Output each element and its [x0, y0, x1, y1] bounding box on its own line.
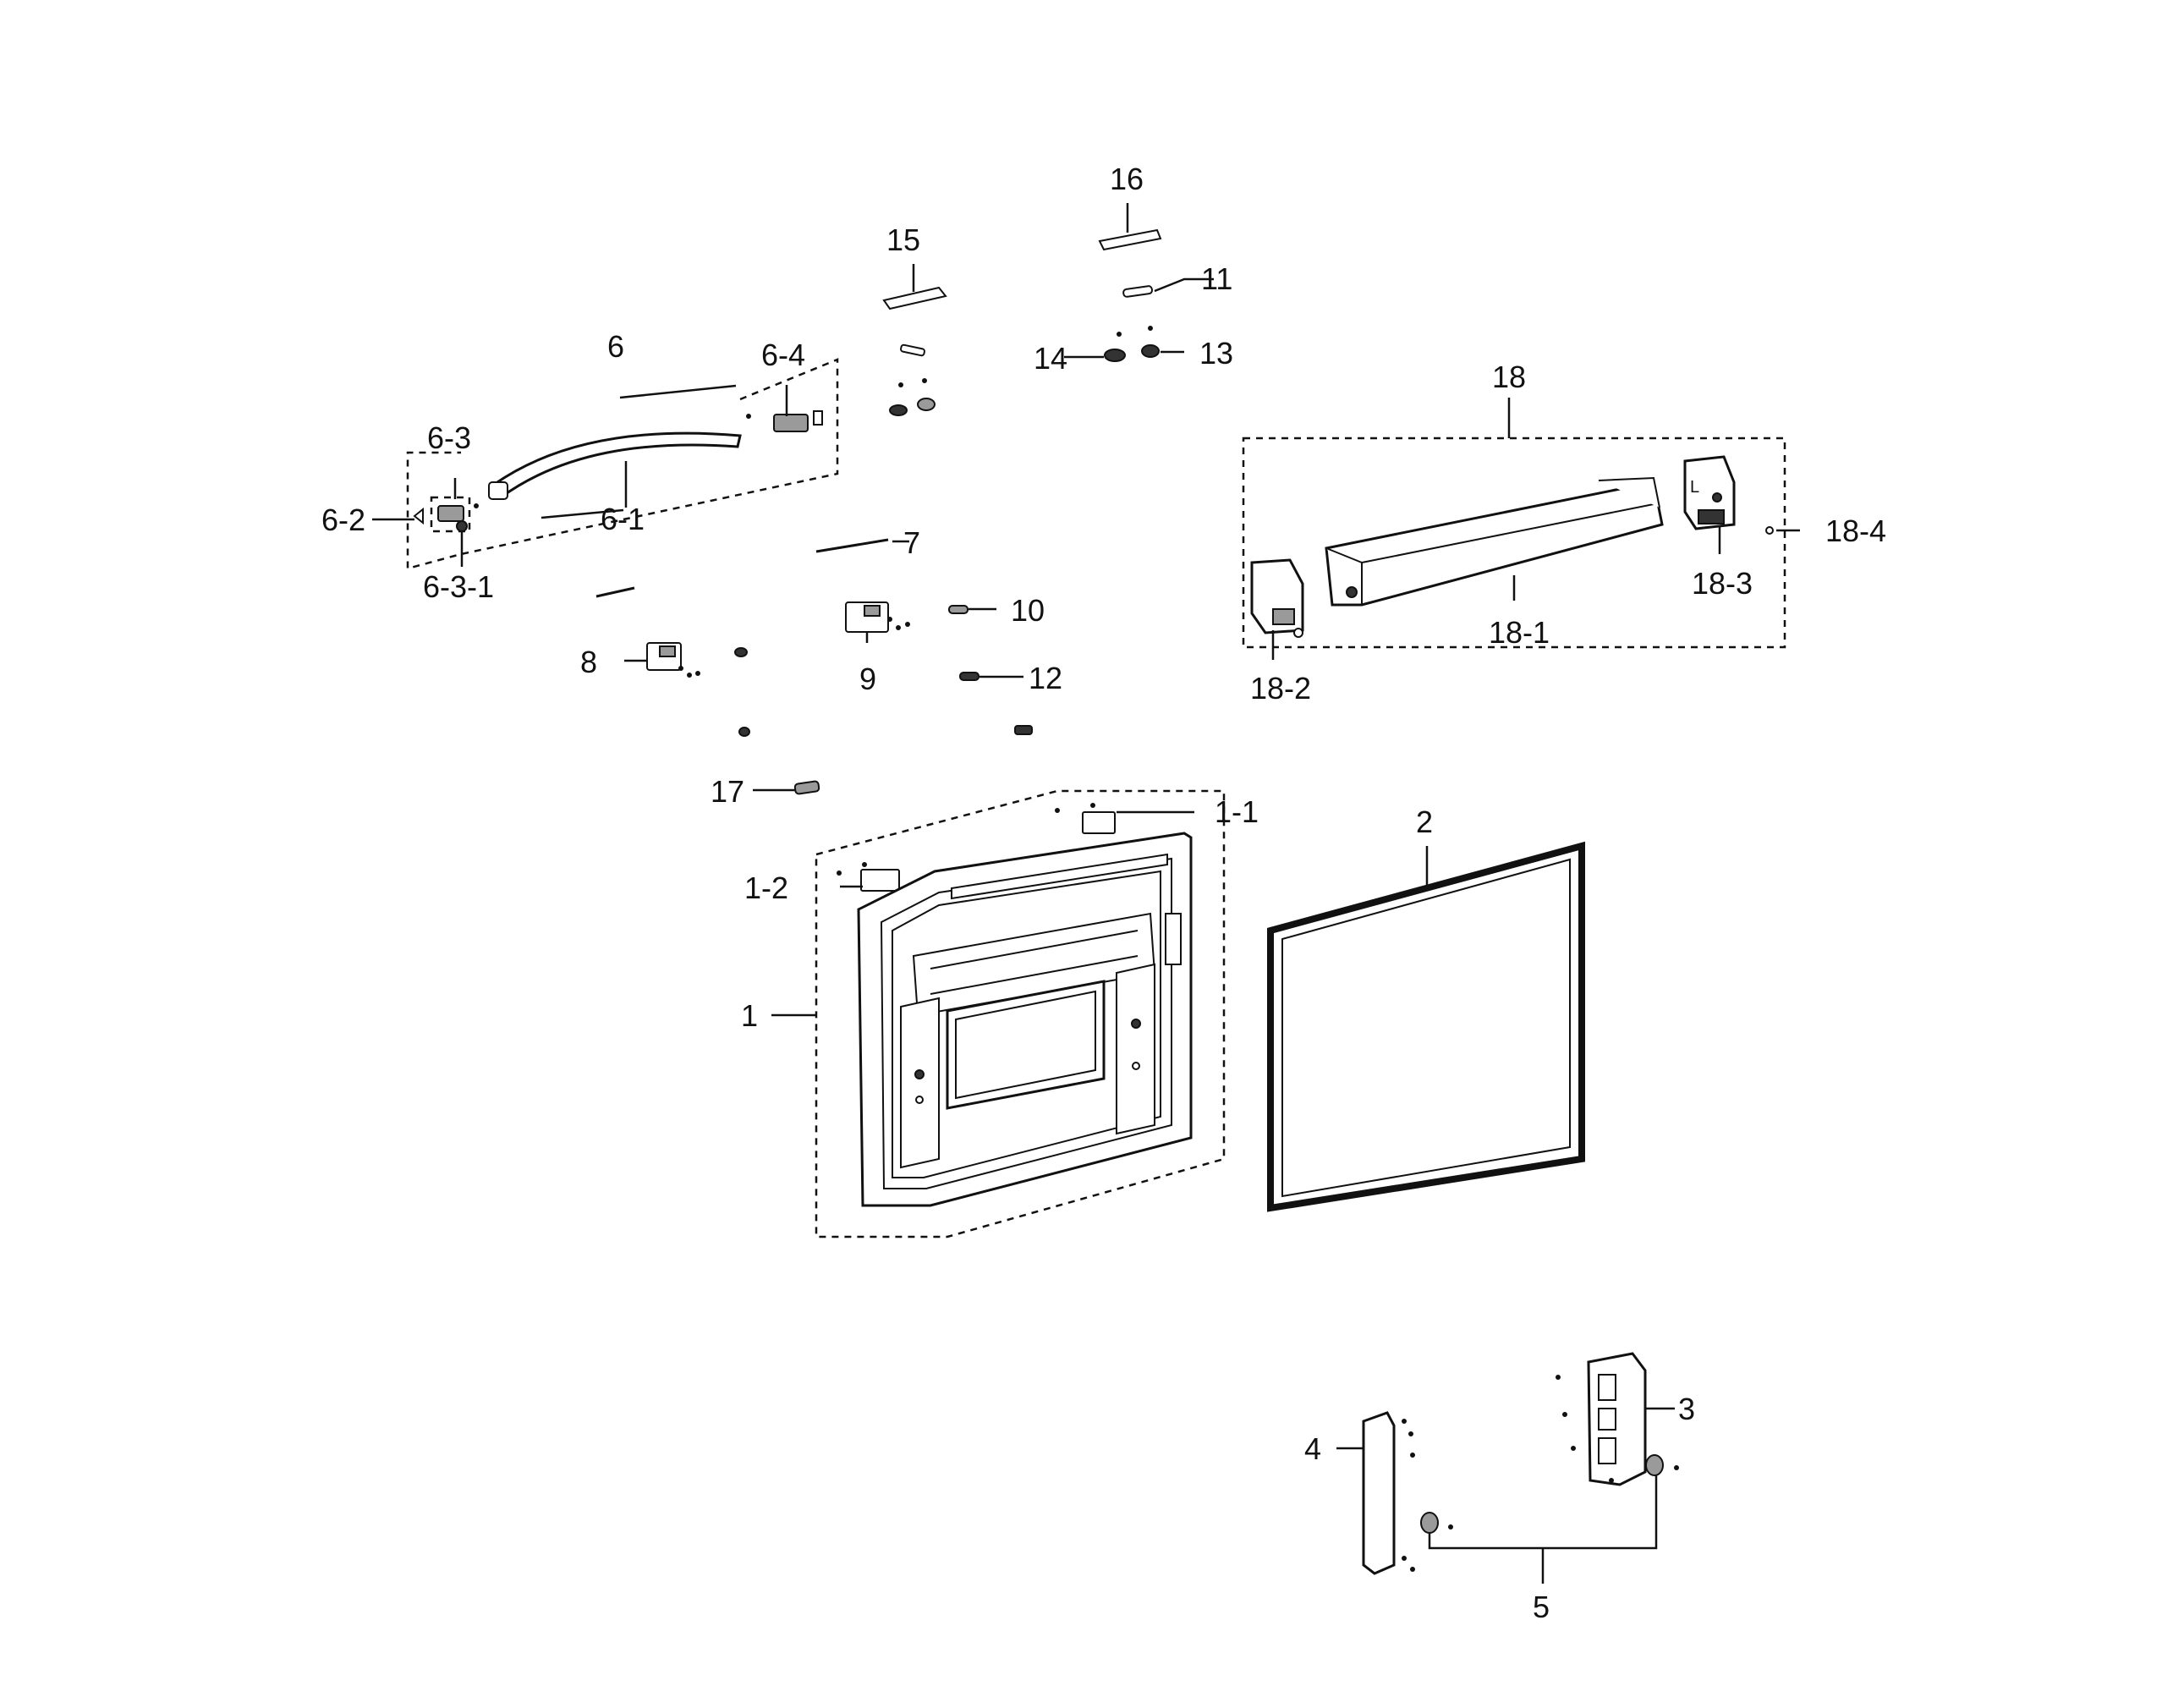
handle-end-cap — [488, 481, 508, 500]
callout-10: 10 — [1011, 593, 1045, 628]
door-bracket-left — [860, 869, 900, 892]
callout-12: 12 — [1029, 661, 1062, 695]
callout-18-3: 18-3 — [1692, 566, 1753, 601]
callout-6-1: 6-1 — [601, 502, 645, 536]
callout-15: 15 — [886, 222, 920, 257]
lower-hinge-parts — [1336, 1352, 1679, 1584]
callout-18: 18 — [1492, 360, 1526, 394]
callout-6-4: 6-4 — [761, 338, 805, 372]
callout-17: 17 — [711, 774, 744, 809]
callout-16: 16 — [1110, 162, 1144, 196]
callout-5: 5 — [1533, 1590, 1550, 1624]
roller-right — [1645, 1454, 1664, 1476]
bin-group-boundary — [1242, 437, 1786, 649]
hinge-cap-14 — [1104, 349, 1126, 362]
callout-9: 9 — [859, 662, 876, 696]
handle-holder-screw — [456, 520, 468, 532]
hinge-pin-bar — [1122, 285, 1154, 298]
hinge-part-10 — [948, 605, 969, 614]
hinge-rod-left — [595, 586, 635, 598]
callout-8: 8 — [580, 645, 597, 679]
callout-6-3-1: 6-3-1 — [423, 569, 494, 604]
callout-7: 7 — [903, 525, 920, 560]
handle-end-holder — [773, 414, 809, 432]
handle-assembly — [372, 358, 839, 570]
callout-18-4: 18-4 — [1825, 513, 1886, 548]
hinge-hardware — [595, 538, 1033, 795]
handle-holder — [437, 505, 464, 522]
hinge-cover-right — [1098, 228, 1162, 251]
top-small-parts — [882, 203, 1214, 416]
handle-holder-box — [430, 496, 471, 533]
lower-bracket-3 — [1587, 1352, 1647, 1486]
door-bracket-top — [1082, 811, 1116, 834]
callout-6: 6 — [607, 329, 624, 364]
hinge-cap-left-a — [889, 404, 908, 416]
callout-1-1: 1-1 — [1215, 794, 1259, 829]
callout-1: 1 — [741, 998, 758, 1033]
gasket-inner — [1281, 858, 1571, 1198]
callout-1-2: 1-2 — [744, 870, 788, 905]
hinge-cap-13 — [1141, 344, 1160, 358]
door-gasket — [1267, 841, 1585, 1212]
callout-3: 3 — [1678, 1392, 1695, 1426]
handle-bar — [493, 431, 742, 500]
door-assembly — [771, 789, 1226, 1238]
callout-11: 11 — [1201, 261, 1232, 296]
hinge-rod-7 — [815, 538, 889, 553]
callout-2: 2 — [1416, 805, 1433, 839]
callout-18-2: 18-2 — [1250, 671, 1311, 706]
lower-bracket-4 — [1362, 1411, 1396, 1575]
door-bin-assembly: L — [1242, 398, 1800, 660]
hinge-part-12 — [959, 672, 979, 681]
handle-group-boundary — [406, 358, 839, 570]
roller-left — [1420, 1512, 1439, 1534]
callout-18-1: 18-1 — [1489, 615, 1550, 650]
callout-14: 14 — [1034, 341, 1067, 376]
bin-pin — [1765, 526, 1774, 535]
hinge-part-17 — [793, 780, 820, 795]
callout-6-2: 6-2 — [321, 503, 365, 537]
callout-13: 13 — [1199, 336, 1233, 371]
callout-6-3: 6-3 — [427, 420, 471, 455]
hinge-cap-left-b — [917, 398, 936, 411]
handle-pin — [413, 507, 424, 525]
callout-4: 4 — [1304, 1431, 1321, 1466]
door-bin — [1325, 481, 1664, 607]
bin-side-letter: L — [1690, 478, 1699, 497]
hinge-cover-left — [882, 286, 947, 310]
